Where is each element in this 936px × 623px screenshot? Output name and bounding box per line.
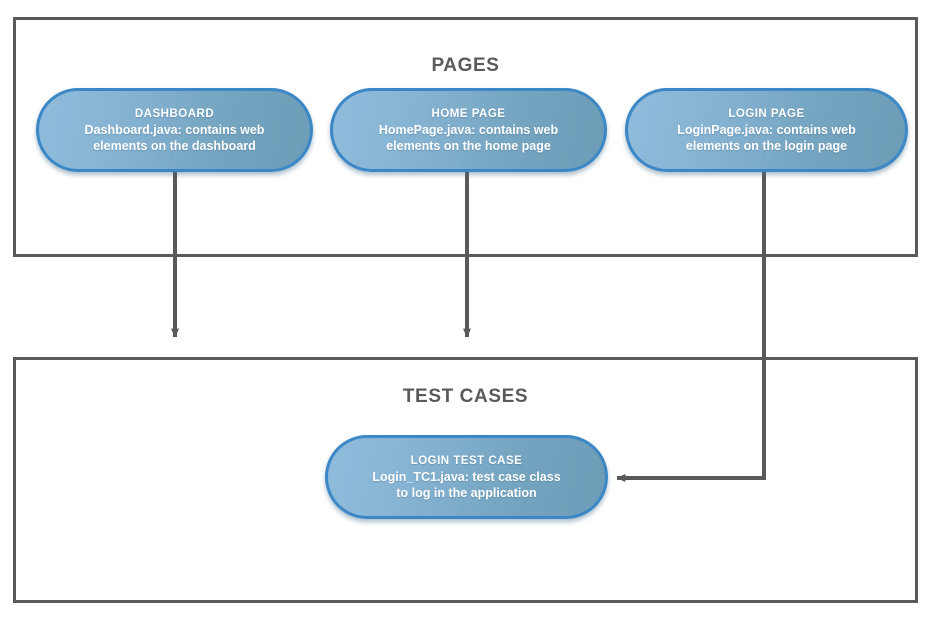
node-dashboard-desc-line2: elements on the dashboard [93, 138, 256, 153]
node-dashboard-title: DASHBOARD [134, 107, 215, 120]
node-login-page[interactable]: LOGIN PAGE LoginPage.java: contains web … [625, 88, 908, 172]
node-login-test-case-desc-line1: Login_TC1.java: test case class [372, 469, 561, 484]
node-home-page-desc-line2: elements on the home page [386, 138, 551, 153]
test-cases-section-title: TEST CASES [402, 386, 529, 407]
node-login-test-case[interactable]: LOGIN TEST CASE Login_TC1.java: test cas… [325, 435, 608, 519]
node-login-test-case-desc-line2: to log in the application [396, 485, 537, 500]
node-login-page-desc-line1: LoginPage.java: contains web [677, 122, 856, 137]
pages-section-title: PAGES [431, 55, 500, 76]
node-login-test-case-title: LOGIN TEST CASE [410, 454, 523, 467]
node-dashboard-desc-line1: Dashboard.java: contains web [84, 122, 265, 137]
node-home-page-title: HOME PAGE [431, 107, 506, 120]
node-login-page-title: LOGIN PAGE [728, 107, 805, 120]
node-home-page-desc-line1: HomePage.java: contains web [378, 122, 559, 137]
node-dashboard[interactable]: DASHBOARD Dashboard.java: contains web e… [36, 88, 313, 172]
node-login-page-desc-line2: elements on the login page [685, 138, 848, 153]
node-home-page[interactable]: HOME PAGE HomePage.java: contains web el… [330, 88, 607, 172]
test-cases-container: TEST CASES [13, 357, 918, 603]
